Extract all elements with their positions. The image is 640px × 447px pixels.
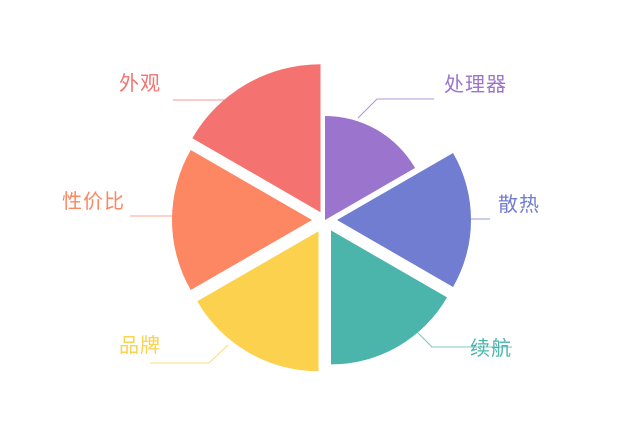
slice-label-processor: 处理器 (444, 73, 507, 96)
slice-label-value-for-money: 性价比 (62, 190, 125, 213)
slice-label-appearance: 外观 (119, 72, 161, 95)
pie-slice-cooling[interactable] (337, 153, 471, 287)
leader-line-battery (411, 326, 512, 348)
pie-slice-value-for-money[interactable] (172, 150, 312, 290)
slice-label-cooling: 散热 (498, 193, 540, 216)
pie-slice-appearance[interactable] (192, 64, 321, 213)
pie-slice-battery[interactable] (331, 230, 448, 365)
slice-label-battery: 续航 (470, 337, 512, 360)
leader-line-processor (357, 98, 434, 119)
slice-label-brand: 品牌 (119, 334, 161, 357)
pie-slice-brand[interactable] (197, 231, 319, 372)
pie-slice-processor[interactable] (325, 116, 416, 220)
leader-line-brand (150, 344, 229, 364)
